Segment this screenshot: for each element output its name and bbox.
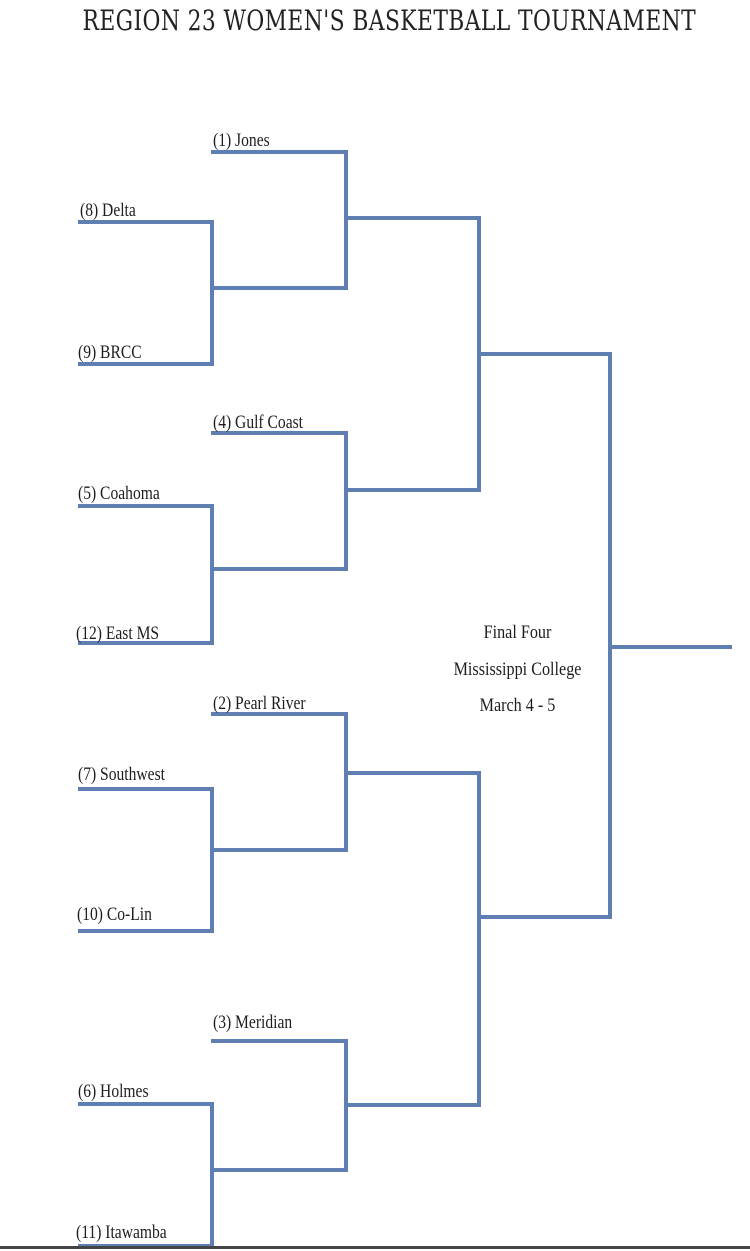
team-brcc: (9) BRCC (78, 342, 142, 363)
final-four-dates: March 4 - 5 (479, 695, 556, 716)
team-holmes: (6) Holmes (78, 1081, 149, 1102)
page-title: REGION 23 WOMEN'S BASKETBALL TOURNAMENT (82, 4, 697, 37)
team-meridian: (3) Meridian (213, 1012, 293, 1033)
team-itawamba: (11) Itawamba (76, 1222, 167, 1243)
team-co-lin: (10) Co-Lin (77, 904, 152, 925)
team-southwest: (7) Southwest (78, 764, 165, 785)
team-delta: (8) Delta (80, 200, 136, 221)
team-coahoma: (5) Coahoma (78, 483, 160, 504)
team-pearl-river: (2) Pearl River (213, 693, 306, 714)
final-four-label: Final Four (483, 622, 552, 643)
bottom-divider (0, 1246, 750, 1249)
final-four-venue: Mississippi College (453, 659, 582, 680)
team-jones: (1) Jones (213, 130, 270, 151)
team-gulf-coast: (4) Gulf Coast (213, 412, 304, 433)
team-east-ms: (12) East MS (76, 623, 160, 644)
